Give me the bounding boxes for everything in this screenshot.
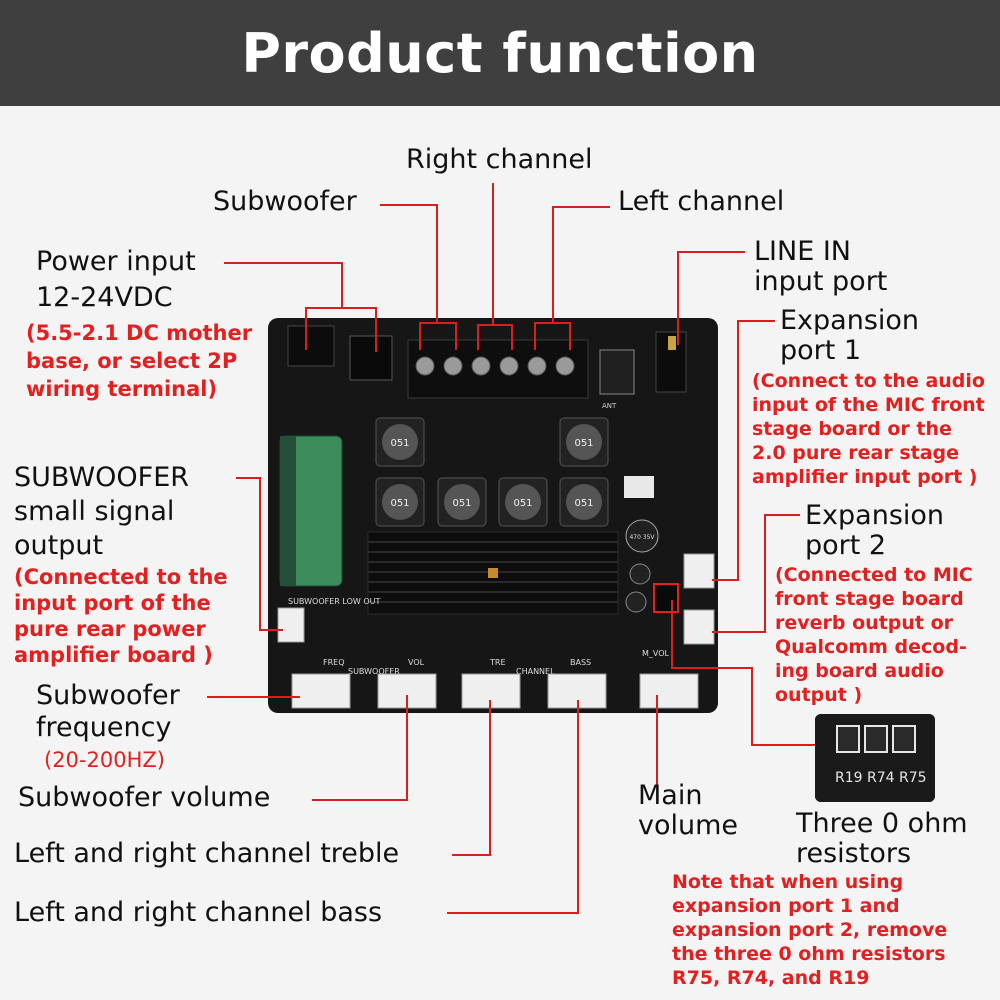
- label-left-channel: Left channel: [618, 186, 785, 217]
- note-expansion2-2: front stage board: [775, 588, 964, 610]
- note-expansion2-3: reverb output or: [775, 612, 954, 634]
- label-treble: Left and right channel treble: [14, 838, 400, 869]
- label-power-voltage: 12-24VDC: [36, 282, 173, 313]
- svg-text:051: 051: [390, 438, 409, 449]
- label-sub-volume: Subwoofer volume: [18, 782, 271, 813]
- label-power-input: Power input: [36, 246, 196, 277]
- label-line-in: LINE IN: [754, 236, 852, 267]
- note-resistors-4: the three 0 ohm resistors: [672, 943, 946, 965]
- label-main-volume: Main: [638, 780, 703, 811]
- label-expansion2: Expansion: [805, 500, 945, 531]
- bass-connector: [547, 673, 607, 709]
- svg-text:R74: R74: [867, 770, 895, 786]
- note-resistors-5: R75, R74, and R19: [672, 967, 870, 989]
- label-sub-freq: Subwoofer: [36, 680, 180, 711]
- label-bass: Left and right channel bass: [14, 897, 383, 928]
- label-sub-out-3: output: [14, 530, 104, 561]
- note-sub-out-3: pure rear power: [14, 617, 206, 641]
- cap-marking: 470 35V: [629, 534, 655, 541]
- header-bar: Product function: [0, 0, 1000, 106]
- m-vol-connector: [639, 673, 699, 709]
- capacitor-stripe: [280, 436, 296, 586]
- label-resistors-2: resistors: [796, 838, 912, 869]
- label-main-volume-2: volume: [638, 810, 739, 841]
- vol-connector: [377, 673, 437, 709]
- page-title: Product function: [241, 22, 759, 85]
- label-sub-out-1: SUBWOOFER: [14, 462, 190, 493]
- note-power-2: base, or select 2P: [26, 349, 238, 373]
- capacitor-470uf: [625, 519, 659, 553]
- note-expansion1-3: stage board or the: [752, 418, 952, 440]
- note-sub-out-2: input port of the: [14, 591, 211, 615]
- silk-knob-labels: FREQ SUBWOOFER VOL TRE CHANNEL BASS M_VO…: [323, 649, 670, 676]
- note-expansion1-4: 2.0 pure rear stage: [752, 442, 960, 464]
- label-expansion1-port: port 1: [780, 335, 862, 366]
- note-power-1: (5.5-2.1 DC mother: [26, 321, 253, 345]
- terminal-screws: [415, 356, 575, 376]
- note-resistors-1: Note that when using: [672, 871, 904, 893]
- resistors-closeup: R19 R74 R75: [815, 714, 935, 802]
- inductor-markings: 051 051 051 051 051 051: [390, 438, 593, 509]
- svg-text:M_VOL: M_VOL: [642, 649, 670, 658]
- label-line-in-port: input port: [754, 266, 888, 297]
- note-resistors-2: expansion port 1 and: [672, 895, 900, 917]
- svg-text:VOL: VOL: [408, 658, 425, 667]
- resistor-highlight: [653, 583, 679, 613]
- note-expansion1-5: amplifier input port ): [752, 466, 978, 488]
- dc-jack: [287, 325, 335, 367]
- svg-text:SUBWOOFER: SUBWOOFER: [348, 667, 400, 676]
- svg-text:051: 051: [574, 438, 593, 449]
- svg-text:R19: R19: [835, 770, 863, 786]
- note-sub-out-4: amplifier board ): [14, 643, 213, 667]
- note-expansion2-5: ing board audio: [775, 660, 944, 682]
- wiring-terminal-2p: [349, 335, 393, 381]
- amplifier-board: ANT 051 051 051 051 051 051 470 35V SUBW…: [268, 318, 718, 713]
- resistor-labels: R19 R74 R75: [835, 770, 927, 786]
- ant-silk: ANT: [602, 402, 617, 410]
- svg-text:051: 051: [390, 498, 409, 509]
- label-sub-freq-2: frequency: [36, 712, 172, 743]
- tre-connector: [461, 673, 521, 709]
- note-expansion2-1: (Connected to MIC: [775, 564, 973, 586]
- label-subwoofer: Subwoofer: [213, 186, 357, 217]
- freq-connector: [291, 673, 351, 709]
- note-expansion1-1: (Connect to the audio: [752, 370, 985, 392]
- note-expansion2-4: Qualcomm decod-: [775, 636, 967, 658]
- note-sub-out-1: (Connected to the: [14, 565, 228, 589]
- heatsink-screw: [488, 568, 498, 578]
- svg-text:TRE: TRE: [489, 658, 506, 667]
- svg-text:R75: R75: [899, 770, 927, 786]
- label-sub-out-2: small signal: [14, 496, 175, 527]
- expansion-port2-connector: [683, 609, 715, 645]
- note-sub-freq: (20-200HZ): [44, 748, 165, 772]
- inductors: [375, 417, 609, 527]
- jack-pin: [668, 336, 676, 350]
- note-expansion2-6: output ): [775, 684, 863, 706]
- note-resistors-3: expansion port 2, remove: [672, 919, 948, 941]
- label-expansion2-port: port 2: [805, 530, 887, 561]
- label-expansion1: Expansion: [780, 305, 920, 336]
- sub-out-connector: [277, 607, 305, 643]
- svg-text:BASS: BASS: [570, 658, 591, 667]
- svg-text:CHANNEL: CHANNEL: [516, 667, 555, 676]
- silk-sub-low-out: SUBWOOFER LOW OUT: [288, 597, 380, 606]
- svg-text:051: 051: [452, 498, 471, 509]
- expansion-port1-connector: [683, 553, 715, 589]
- label-resistors: Three 0 ohm: [796, 808, 968, 839]
- svg-text:051: 051: [574, 498, 593, 509]
- note-expansion1-2: input of the MIC front: [752, 394, 985, 416]
- label-right-channel: Right channel: [406, 144, 593, 175]
- svg-text:FREQ: FREQ: [323, 658, 345, 667]
- chip: [624, 476, 654, 498]
- svg-text:051: 051: [513, 498, 532, 509]
- note-power-3: wiring terminal): [26, 377, 218, 401]
- antenna-area: [599, 349, 635, 395]
